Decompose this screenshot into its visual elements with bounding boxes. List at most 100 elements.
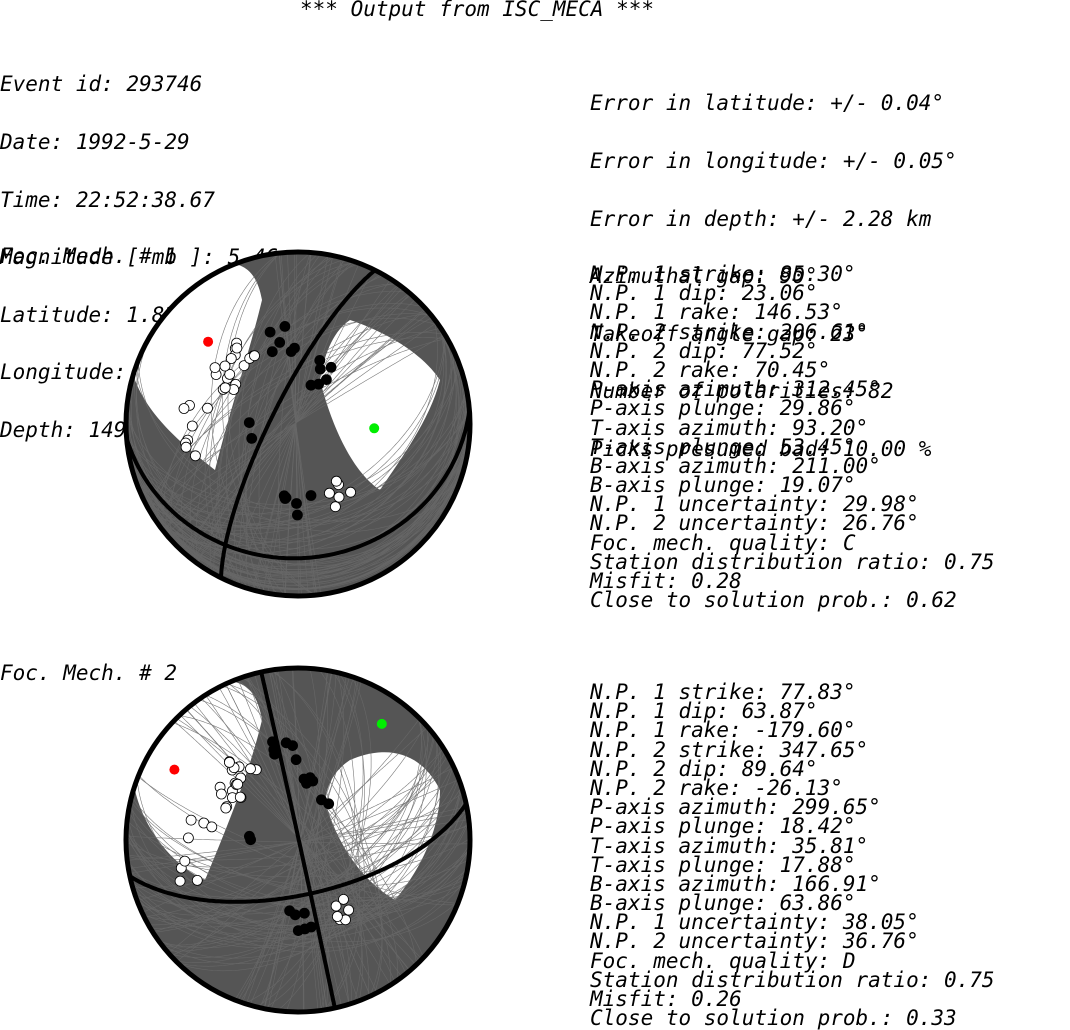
mechanism-1-param-6: P-axis azimuth: 312.45°	[590, 377, 881, 402]
error-depth: Error in depth: +/- 2.28 km	[590, 206, 932, 231]
dilatation-station	[215, 788, 227, 800]
uncertainty-line	[200, 697, 396, 983]
mechanism-1-param-8: T-axis azimuth: 93.20°	[590, 415, 869, 440]
dilatation-station	[330, 475, 342, 487]
compression-station	[264, 326, 276, 338]
dilatation-station	[220, 802, 232, 814]
uncertainty-line	[192, 287, 404, 561]
nodal-plane-1	[126, 409, 470, 561]
compression-station	[266, 346, 278, 358]
mechanism-1-param-13: N.P. 2 uncertainty: 26.76°	[590, 511, 919, 536]
mechanism-2-param-15: Station distribution ratio: 0.75	[590, 967, 995, 992]
uncertainty-line	[127, 399, 469, 565]
dilatation-station	[338, 894, 349, 905]
uncertainty-line	[285, 668, 320, 1012]
mechanism-1-param-5: N.P. 2 rake: 70.45°	[590, 357, 831, 382]
uncertainty-line	[239, 260, 354, 587]
mechanism-2-param-17: Close to solution prob.: 0.33	[590, 1006, 957, 1030]
dilatation-station	[245, 763, 256, 775]
dilatation-station	[202, 402, 213, 414]
mechanism-2-param-7: P-axis plunge: 18.42°	[590, 814, 856, 839]
mechanism-2-param-12: N.P. 1 uncertainty: 38.05°	[590, 910, 919, 935]
mechanism-1-param-3: N.P. 2 strike: 206.61°	[590, 319, 869, 344]
compression-station	[289, 909, 301, 921]
dilatation-station	[224, 368, 236, 380]
uncertainty-line	[137, 776, 458, 904]
dilatation-station	[219, 360, 231, 372]
azimuthal-gap: Azimuthal gap: 90°	[590, 264, 818, 289]
dilatation-station	[223, 757, 235, 768]
mechanism-1-param-4: N.P. 2 dip: 77.52°	[590, 338, 818, 363]
dilatation-station	[345, 486, 357, 498]
uncertainty-line	[166, 312, 430, 536]
uncertainty-line	[178, 716, 427, 972]
uncertainty-line	[128, 394, 468, 573]
mechanism-1-param-2: N.P. 1 rake: 146.53°	[590, 300, 843, 325]
p-axis-marker	[203, 336, 214, 347]
uncertainty-line	[258, 672, 345, 1008]
dilatation-station	[232, 778, 244, 790]
uncertainty-line	[127, 398, 469, 543]
mechanism-1-param-16: Misfit: 0.28	[590, 569, 742, 593]
compression-station	[325, 361, 337, 373]
compression-station	[243, 830, 255, 842]
compression-station	[292, 925, 304, 936]
compression-station	[279, 493, 291, 504]
uncertainty-line	[146, 342, 462, 578]
compression-station	[314, 363, 326, 375]
mechanism-2-param-16: Misfit: 0.26	[590, 987, 742, 1011]
uncertainty-line	[238, 252, 311, 596]
uncertainty-line	[126, 407, 470, 586]
compression-station	[305, 490, 317, 501]
uncertainty-line	[210, 274, 385, 573]
mechanism-2-param-5: N.P. 2 rake: -26.13°	[590, 775, 843, 800]
number-of-polarities: Number of polarities: 82	[590, 379, 894, 404]
mechanism-2-param-8: T-axis azimuth: 35.81°	[590, 833, 869, 858]
uncertainty-line	[227, 682, 370, 998]
error-latitude: Error in latitude: +/- 0.04°	[590, 91, 945, 116]
station-polarities	[178, 320, 357, 521]
compression-station	[323, 798, 335, 810]
mechanism-2-parameters: N.P. 1 strike: 77.83°N.P. 1 dip: 63.87°N…	[590, 681, 995, 1030]
mechanism-1-parameters: N.P. 1 strike: 85.30°N.P. 1 dip: 23.06°N…	[590, 263, 995, 610]
uncertainty-line	[278, 252, 311, 596]
event-time: Time: 22:52:38.67	[0, 187, 215, 212]
uncertainty-line	[148, 754, 448, 926]
uncertainty-line	[221, 252, 316, 596]
compression-station	[305, 379, 317, 391]
uncertainty-line	[263, 671, 365, 1009]
mechanism-1-param-15: Station distribution ratio: 0.75	[590, 549, 995, 574]
compression-station	[285, 346, 297, 357]
uncertainty-line	[134, 366, 461, 560]
mechanism-1-param-7: P-axis plunge: 29.86°	[590, 396, 856, 421]
uncertainty-line	[226, 255, 335, 593]
dilatation-station	[206, 821, 218, 833]
uncertainty-line	[165, 313, 431, 535]
mechanism-2-param-1: N.P. 1 dip: 63.87°	[590, 699, 818, 724]
uncertainty-line	[170, 307, 426, 541]
picks-presumed-bad: Picks presumed bad: 10.00 %	[590, 436, 932, 461]
mechanism-1-param-11: B-axis plunge: 19.07°	[590, 473, 856, 498]
compression-station	[267, 736, 278, 748]
dilatation-station	[331, 911, 343, 922]
uncertainty-line	[150, 751, 446, 929]
dilatation-station	[343, 904, 355, 916]
uncertainty-line	[126, 825, 470, 861]
uncertainty-line	[186, 292, 410, 556]
uncertainty-line	[134, 786, 462, 907]
uncertainty-line	[246, 675, 350, 1005]
error-info: Error in latitude: +/- 0.04° Error in lo…	[590, 56, 957, 478]
uncertainty-line	[163, 316, 433, 532]
uncertainty-line	[135, 368, 461, 522]
dilatation-station	[191, 875, 203, 886]
uncertainty-line	[126, 830, 470, 906]
beachball-outline	[123, 665, 473, 1015]
event-id: Event id: 293746	[0, 72, 203, 97]
mechanism-2-param-4: N.P. 2 dip: 89.64°	[590, 756, 818, 781]
uncertainty-line	[148, 338, 448, 510]
uncertainty-line	[130, 800, 466, 948]
uncertainty-line	[179, 715, 417, 965]
dilatation-station	[185, 814, 197, 826]
uncertainty-line	[147, 337, 448, 509]
